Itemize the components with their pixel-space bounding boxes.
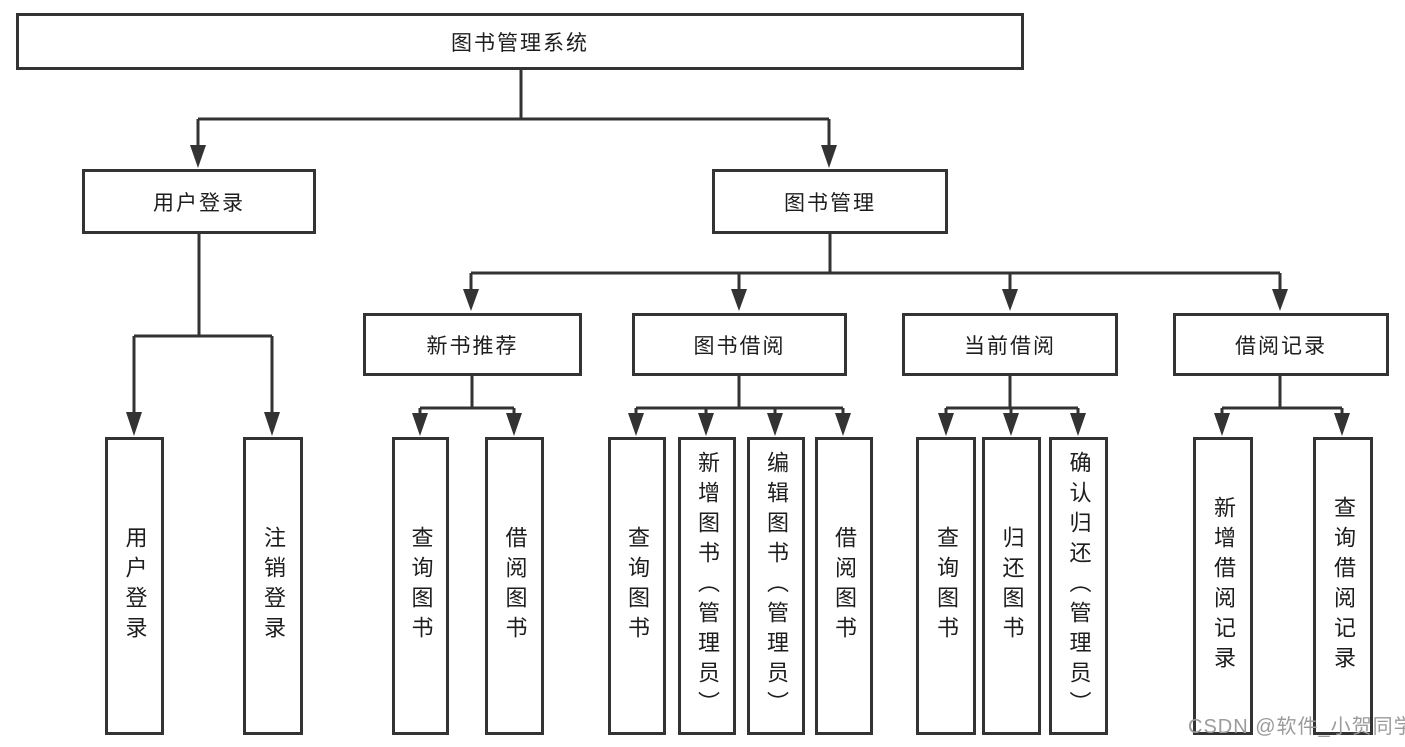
arrow-down-icon [767,413,783,436]
node-current-borrow-label: 当前借阅 [964,334,1056,358]
node-current-borrow: 当前借阅 [902,313,1118,376]
leaf-query-books-recommend-label: 查询图书 [408,526,434,646]
node-root-label: 图书管理系统 [451,31,589,55]
arrow-down-icon [731,289,747,311]
arrow-down-icon [1334,413,1350,436]
csdn-watermark: CSDN @软件_小贺同学 [1188,716,1405,738]
arrow-down-icon [190,145,206,168]
arrowheads [126,145,1350,436]
node-book-management-label: 图书管理 [784,191,876,215]
node-user-login: 用户登录 [82,169,316,234]
leaf-borrow-books-label: 借阅图书 [832,526,857,646]
leaf-query-books-borrow-label: 查询图书 [625,526,650,646]
node-root-system: 图书管理系统 [16,13,1024,70]
leaf-logout: 注销登录 [243,437,303,735]
arrow-down-icon [264,412,280,436]
leaf-user-login: 用户登录 [105,437,164,735]
leaf-query-books-recommend: 查询图书 [392,437,449,735]
leaf-add-books-admin: 新增图书（管理员） [678,437,736,735]
leaf-logout-label: 注销登录 [261,526,286,646]
arrow-down-icon [1003,413,1019,436]
node-user-login-label: 用户登录 [153,191,245,215]
node-book-management: 图书管理 [712,169,948,234]
leaf-query-books-borrow: 查询图书 [608,437,666,735]
arrow-down-icon [126,412,142,436]
leaf-borrow-books-recommend-label: 借阅图书 [502,526,528,646]
node-book-borrow: 图书借阅 [632,313,847,376]
arrow-down-icon [506,413,522,436]
arrow-down-icon [1002,289,1018,311]
leaf-confirm-return-admin: 确认归还（管理员） [1049,437,1108,735]
arrow-down-icon [938,413,954,436]
leaf-user-login-label: 用户登录 [122,526,148,646]
arrow-down-icon [821,145,837,168]
leaf-borrow-books-recommend: 借阅图书 [485,437,544,735]
leaf-query-borrow-record-label: 查询借阅记录 [1331,496,1356,676]
leaf-query-books-current: 查询图书 [916,437,976,735]
node-book-borrow-label: 图书借阅 [693,334,786,358]
leaf-add-borrow-record: 新增借阅记录 [1193,437,1253,735]
arrow-down-icon [463,289,479,311]
arrow-down-icon [1272,289,1288,311]
leaf-return-books: 归还图书 [982,437,1041,735]
node-borrow-records: 借阅记录 [1173,313,1389,376]
leaf-edit-books-admin: 编辑图书（管理员） [747,437,805,735]
node-borrow-records-label: 借阅记录 [1235,334,1327,358]
leaf-edit-books-admin-label: 编辑图书（管理员） [764,451,789,721]
leaf-add-books-admin-label: 新增图书（管理员） [695,451,720,721]
arrow-down-icon [412,413,428,436]
leaf-add-borrow-record-label: 新增借阅记录 [1211,496,1236,676]
arrow-down-icon [1070,413,1086,436]
node-new-book-recommend: 新书推荐 [363,313,582,376]
leaf-query-borrow-record: 查询借阅记录 [1313,437,1373,735]
leaf-borrow-books: 借阅图书 [815,437,873,735]
arrow-down-icon [835,413,851,436]
leaf-return-books-label: 归还图书 [999,526,1025,646]
leaf-confirm-return-admin-label: 确认归还（管理员） [1066,451,1092,721]
node-new-book-recommend-label: 新书推荐 [426,334,519,358]
arrow-down-icon [698,413,714,436]
leaf-query-books-current-label: 查询图书 [934,526,959,646]
arrow-down-icon [1214,413,1230,436]
arrow-down-icon [628,413,644,436]
